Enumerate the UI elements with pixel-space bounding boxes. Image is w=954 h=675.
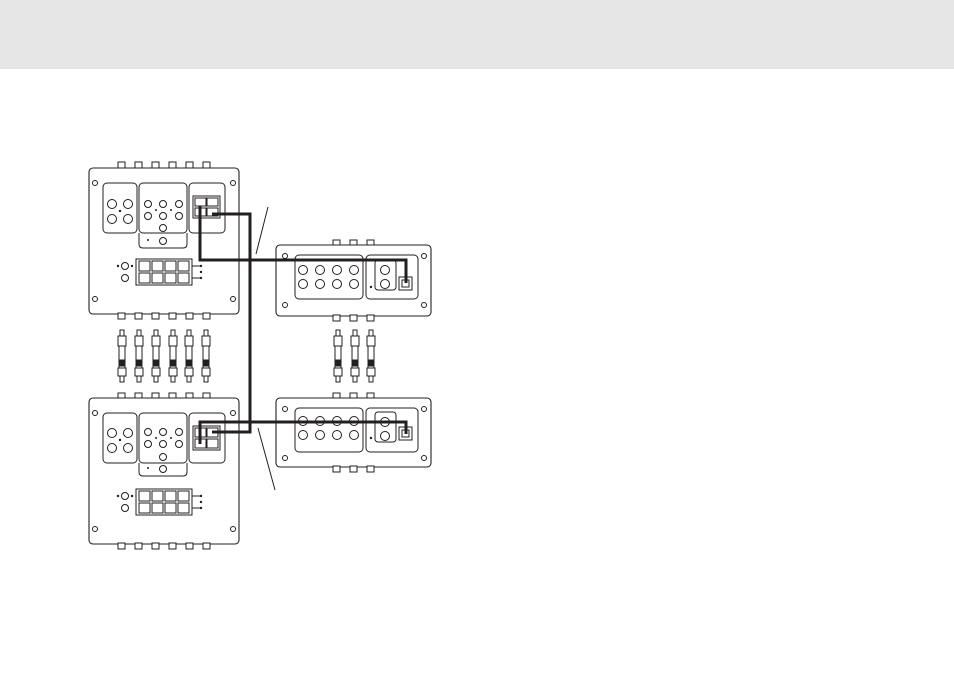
amplifier-unit-top [89,162,239,319]
crossover-unit-top [276,240,431,321]
amplifier-unit-bottom [89,393,239,549]
right-rca-cables [334,330,375,382]
crossover-unit-bottom [276,393,431,472]
pointer-lines [256,207,275,490]
left-rca-cables [118,330,210,382]
